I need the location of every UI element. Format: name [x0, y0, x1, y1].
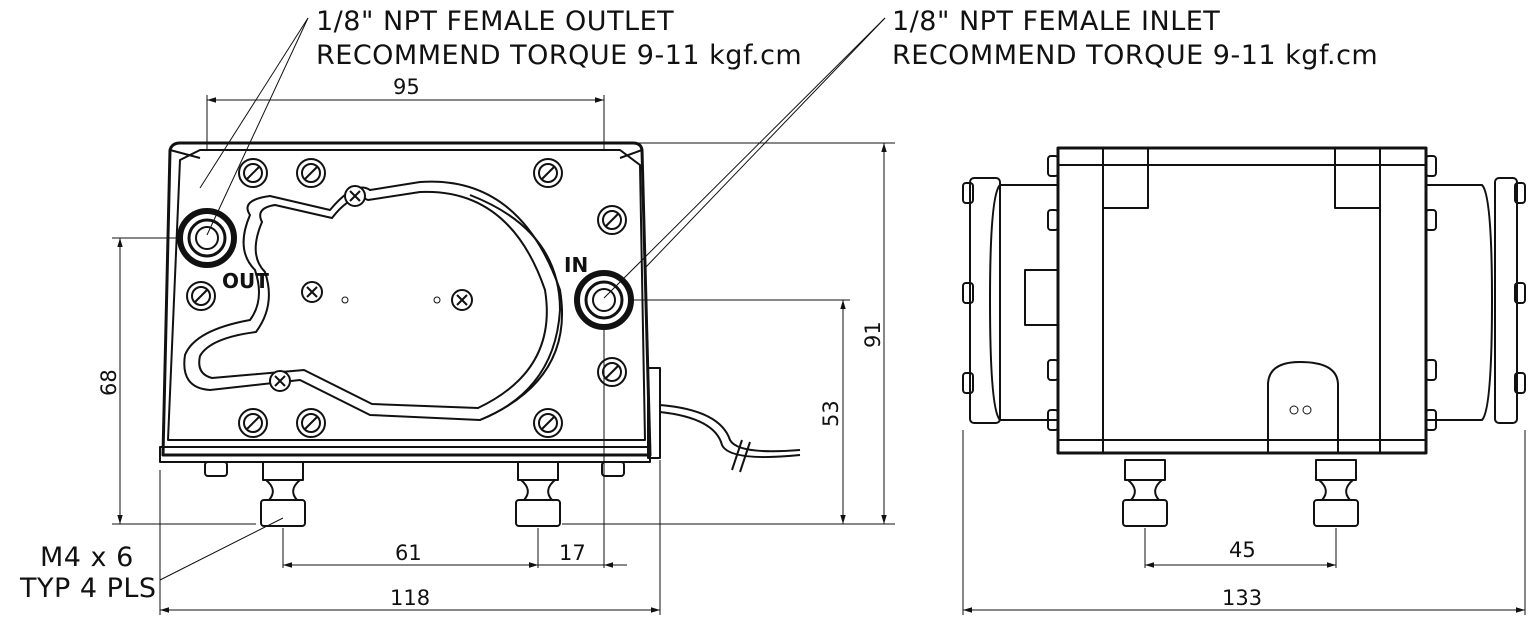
inlet-port	[574, 270, 634, 330]
dim-overall-depth: 133	[1222, 586, 1262, 610]
dim-overall-height: 91	[861, 321, 885, 348]
dimension-lines	[117, 97, 1525, 613]
outlet-note-line2: RECOMMEND TORQUE 9-11 kgf.cm	[316, 40, 802, 71]
dim-foot-to-inlet: 17	[559, 541, 586, 565]
screw-heads	[186, 158, 627, 438]
dimension-values: 95 91 68 53 61 17 118 45 133	[97, 75, 1262, 610]
outlet-port	[177, 208, 237, 268]
front-view: OUT IN	[159, 141, 801, 527]
inlet-note-line2: RECOMMEND TORQUE 9-11 kgf.cm	[892, 40, 1378, 71]
mounting-feet-side	[1122, 459, 1359, 527]
extension-lines	[112, 95, 1526, 615]
mounting-feet-front	[204, 461, 625, 527]
side-studs	[962, 155, 1526, 431]
inlet-note-line1: 1/8" NPT FEMALE INLET	[892, 6, 1220, 37]
side-view	[962, 146, 1526, 527]
outlet-note-line1: 1/8" NPT FEMALE OUTLET	[316, 6, 674, 37]
dim-inlet-height: 53	[819, 400, 843, 427]
in-label: IN	[564, 253, 588, 277]
dim-outlet-height: 68	[97, 369, 121, 396]
callout-notes: 1/8" NPT FEMALE OUTLET RECOMMEND TORQUE …	[19, 6, 1378, 604]
dim-port-spacing: 95	[393, 75, 420, 99]
mount-note-line2: TYP 4 PLS	[19, 573, 157, 604]
out-label: OUT	[222, 269, 269, 293]
dim-overall-width: 118	[390, 586, 430, 610]
dim-foot-spacing-side: 45	[1229, 538, 1256, 562]
mount-note-line1: M4 x 6	[40, 542, 134, 573]
dim-foot-spacing-front: 61	[395, 541, 422, 565]
